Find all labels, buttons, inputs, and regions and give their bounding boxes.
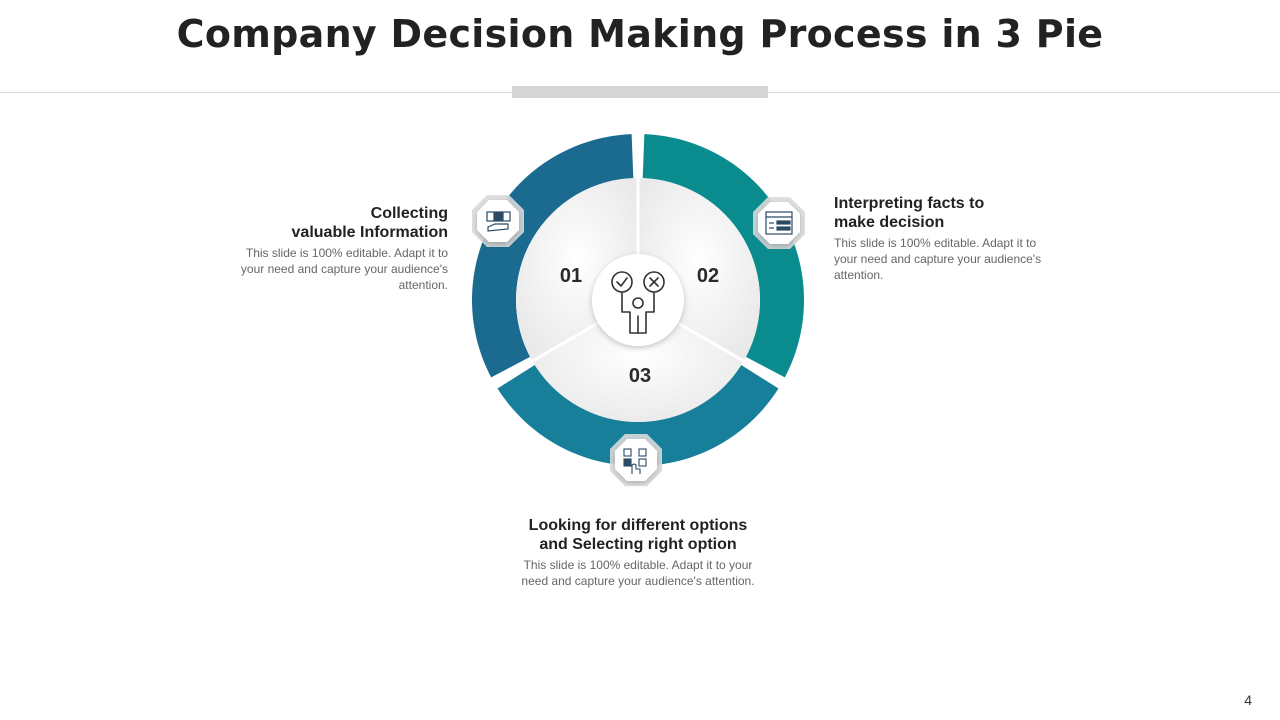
- heading-03-line2: and Selecting right option: [539, 536, 737, 553]
- center-hub: [592, 254, 684, 346]
- body-03: This slide is 100% editable. Adapt it to…: [521, 558, 755, 588]
- segment-badge-02: [753, 197, 805, 249]
- heading-03-line1: Looking for different options: [528, 517, 748, 534]
- body-01: This slide is 100% editable. Adapt it to…: [240, 246, 448, 292]
- slide-title: Company Decision Making Process in 3 Pie: [176, 12, 1104, 56]
- heading-03: Looking for different options and Select…: [518, 516, 758, 554]
- heading-01: Collecting valuable Information: [240, 204, 448, 242]
- text-block-02: Interpreting facts to make decision This…: [834, 194, 1044, 283]
- text-block-01: Collecting valuable Information This sli…: [240, 204, 448, 293]
- browser-window-icon: [765, 211, 793, 235]
- body-02: This slide is 100% editable. Adapt it to…: [834, 236, 1042, 282]
- ring-segment-01: [471, 134, 634, 378]
- ring-segment-02: [642, 134, 804, 378]
- heading-02-line1: Interpreting facts to: [834, 195, 985, 212]
- heading-01-line1: Collecting: [370, 205, 448, 222]
- ring-segment-03: [497, 365, 779, 467]
- decision-person-check-cross-icon: [611, 271, 665, 334]
- segment-badge-03: [610, 434, 662, 486]
- options-grid-hand-icon: [623, 448, 647, 474]
- heading-02-line2: make decision: [834, 214, 945, 231]
- page-number: 4: [1244, 692, 1252, 708]
- title-accent-bar: [512, 86, 768, 98]
- segment-number-02: 02: [697, 265, 719, 287]
- heading-01-line2: valuable Information: [291, 224, 448, 241]
- segment-number-03: 03: [629, 365, 651, 387]
- documents-hand-icon: [486, 211, 511, 232]
- heading-02: Interpreting facts to make decision: [834, 194, 1044, 232]
- segment-badge-01: [472, 195, 524, 247]
- text-block-03: Looking for different options and Select…: [518, 516, 758, 589]
- segment-number-01: 01: [560, 265, 582, 287]
